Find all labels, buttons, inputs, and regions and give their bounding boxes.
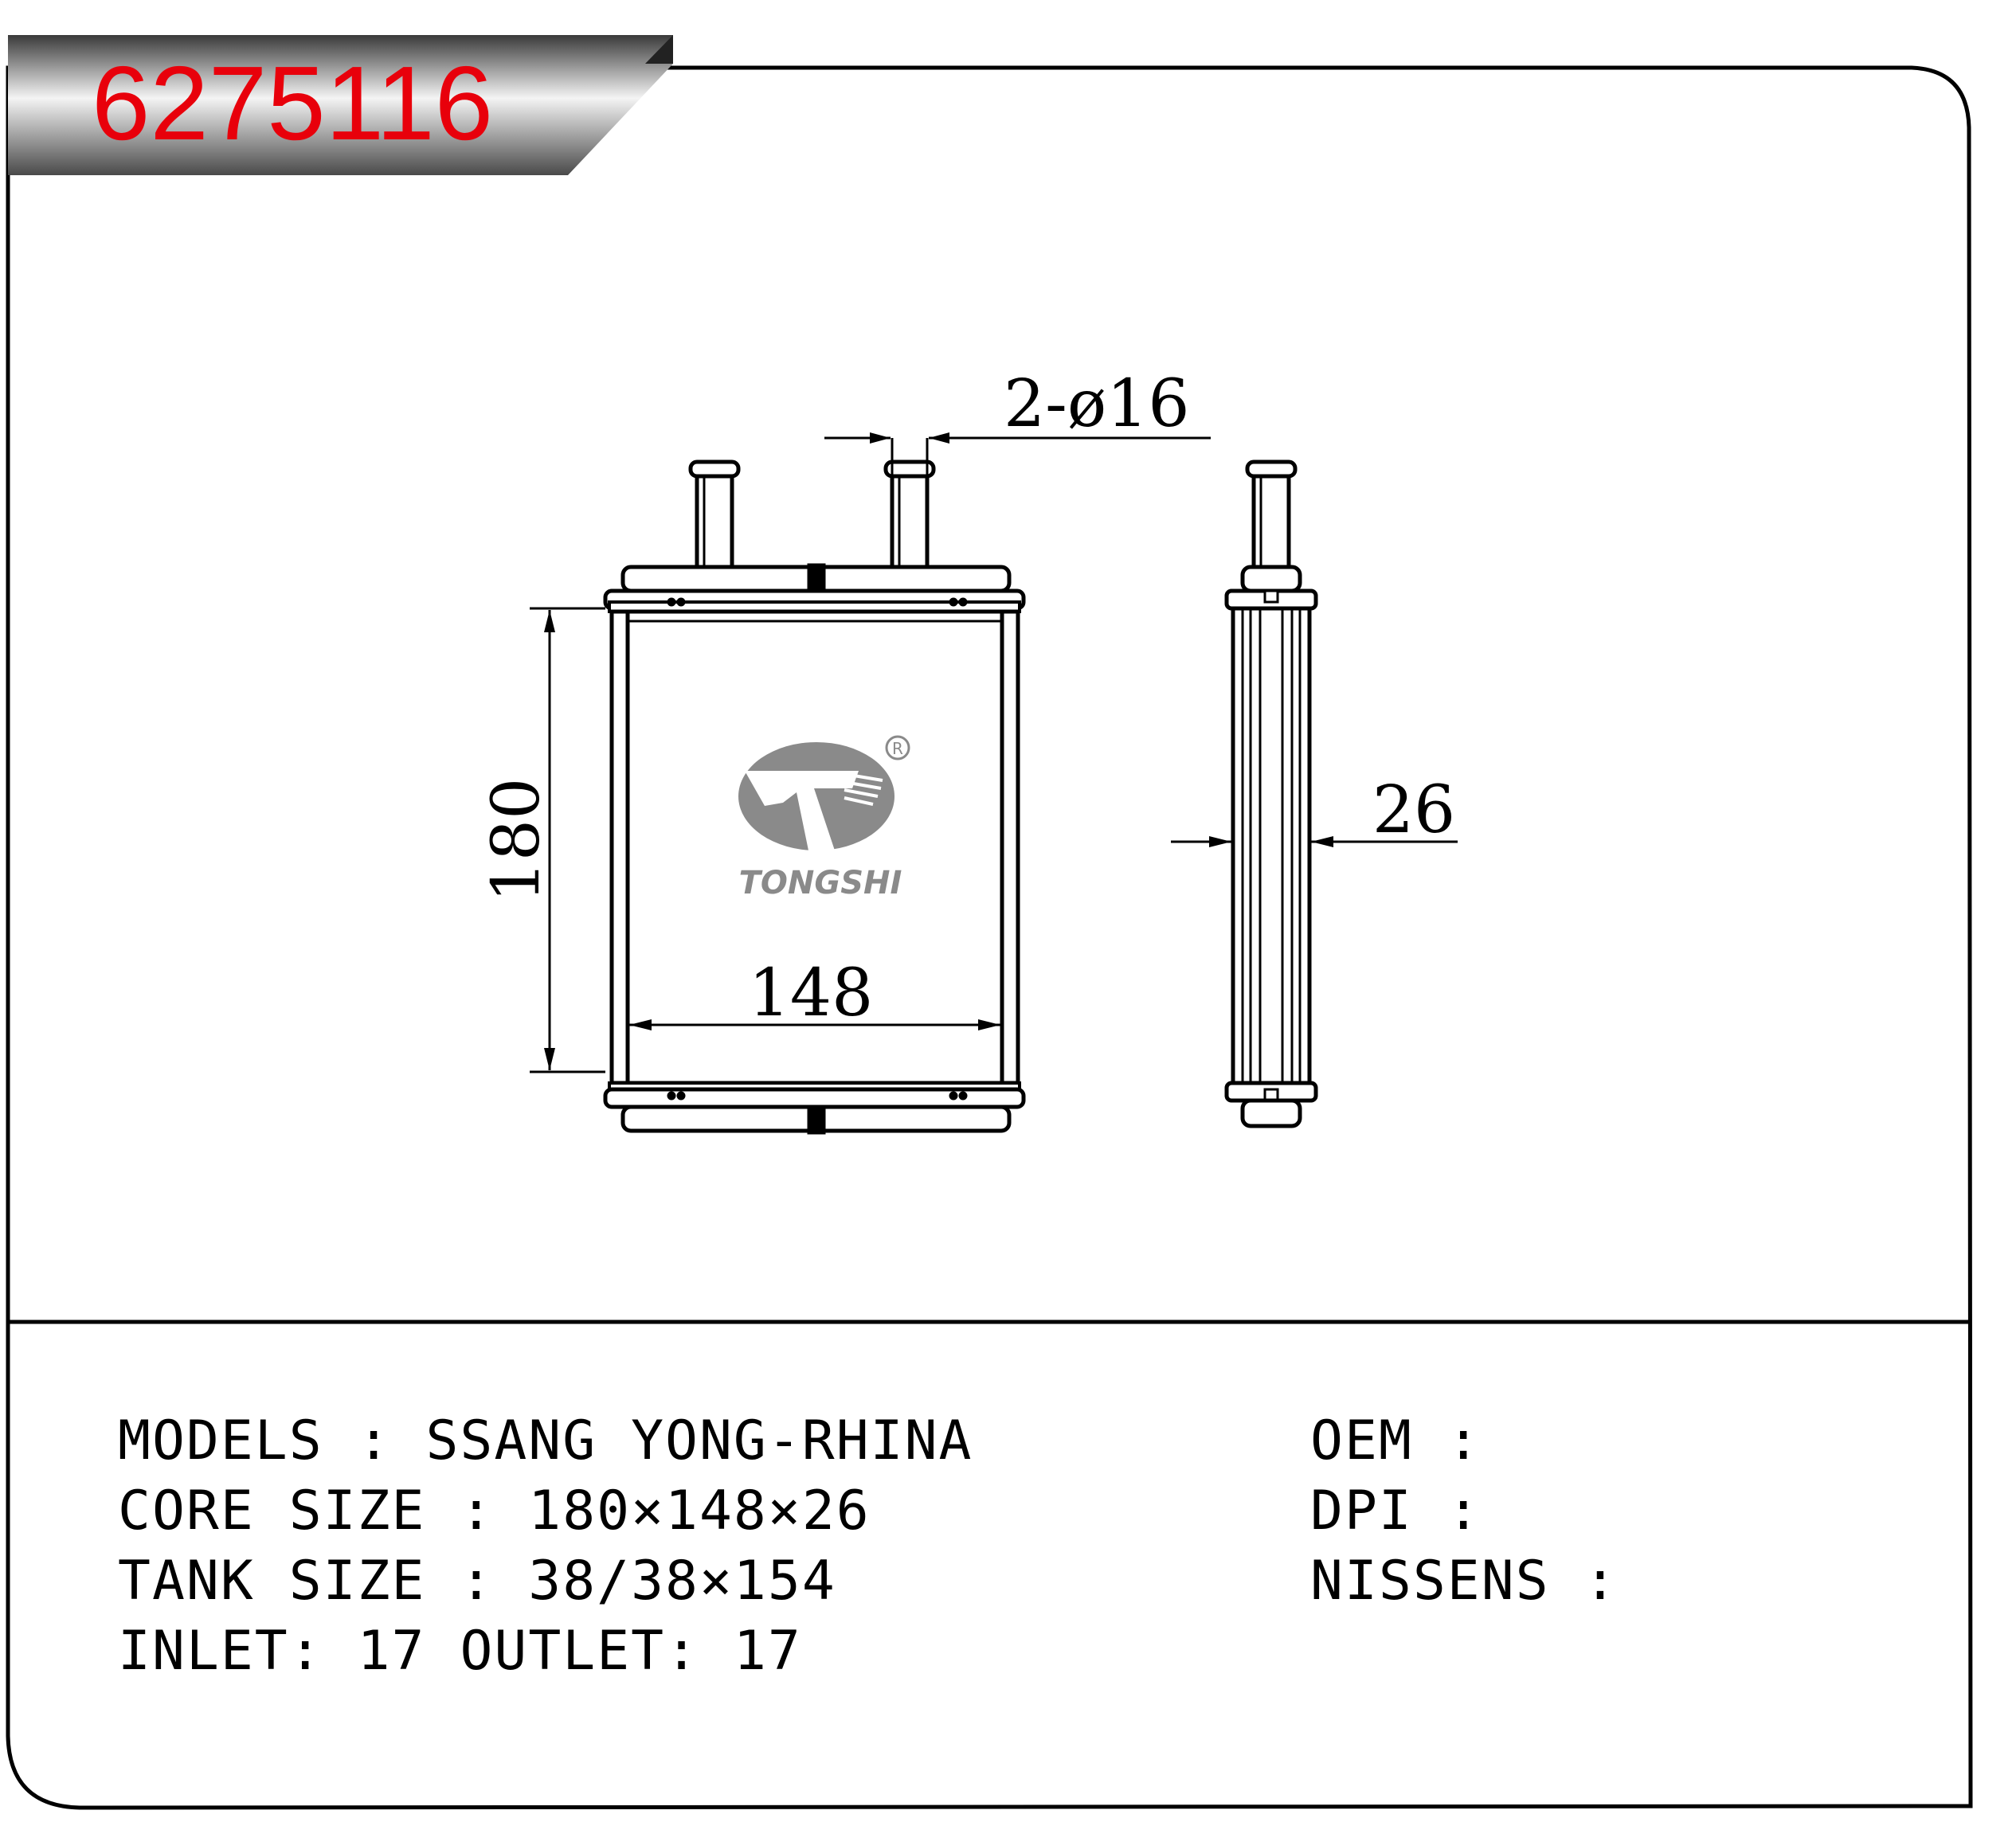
spec-models-label: MODELS — [118, 1410, 323, 1472]
spec-nissens: NISSENS : — [1310, 1550, 1653, 1613]
heater-core-side-view — [1224, 459, 1318, 1128]
spec-models: MODELS : SSANG YONG-RHINA — [118, 1410, 973, 1472]
spec-core-size-label: CORE SIZE — [118, 1480, 426, 1542]
spec-dpi: DPI : — [1310, 1480, 1516, 1542]
heater-core-front-view — [603, 459, 1026, 1135]
outlet-pipe — [883, 459, 936, 569]
spec-outlet-label: OUTLET — [460, 1620, 666, 1683]
bottom-tank — [603, 1081, 1026, 1135]
sheet-border — [6, 65, 1973, 1810]
inlet-pipe — [688, 459, 741, 569]
dim-height: 180 — [479, 778, 554, 903]
spec-core-size-value: 180×148×26 — [528, 1480, 871, 1542]
spec-oem: OEM : — [1310, 1410, 1516, 1472]
spec-inlet-label: INLET — [118, 1620, 289, 1683]
top-tank — [603, 563, 1026, 613]
spec-outlet-value: 17 — [733, 1620, 802, 1683]
spec-tank-size-label: TANK SIZE — [118, 1550, 426, 1613]
part-number: 6275116 — [92, 45, 493, 162]
registered-mark-icon — [885, 735, 910, 760]
logo-t-mark — [745, 771, 859, 850]
spec-inlet-value: 17 — [357, 1620, 426, 1683]
tongshi-logo: TONGSHI R — [738, 735, 910, 901]
logo-brand-text: TONGSHI — [739, 865, 902, 901]
spec-inlet-outlet: INLET: 17 OUTLET: 17 — [118, 1620, 802, 1683]
spec-oem-label: OEM — [1310, 1410, 1413, 1472]
spec-nissens-label: NISSENS — [1310, 1550, 1550, 1613]
dimension-lines — [530, 432, 1458, 1073]
spec-tank-size-value: 38/38×154 — [528, 1550, 836, 1613]
spec-tank-size: TANK SIZE : 38/38×154 — [118, 1550, 836, 1613]
registered-mark-letter: R — [892, 739, 903, 758]
spec-core-size: CORE SIZE : 180×148×26 — [118, 1480, 871, 1542]
spec-models-value: SSANG YONG-RHINA — [425, 1410, 973, 1472]
spec-dpi-label: DPI — [1310, 1480, 1413, 1542]
dim-thickness: 26 — [1372, 772, 1455, 848]
part-number-banner: 6275116 — [8, 35, 673, 175]
dim-pipe-diameter: 2-ø16 — [1004, 366, 1190, 442]
dim-width: 148 — [749, 956, 874, 1031]
